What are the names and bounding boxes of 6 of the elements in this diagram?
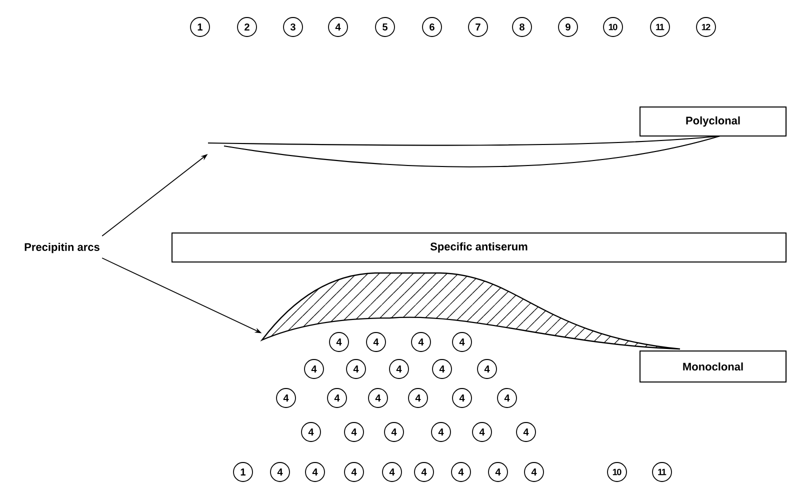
callout-text: Precipitin arcs bbox=[24, 242, 100, 254]
label-box: Monoclonal bbox=[640, 350, 786, 382]
label-box: Polyclonal bbox=[640, 106, 786, 136]
label-box: Specific antiserum bbox=[172, 232, 786, 262]
hatched-arc bbox=[261, 272, 681, 350]
precipitin-arc bbox=[208, 135, 720, 168]
